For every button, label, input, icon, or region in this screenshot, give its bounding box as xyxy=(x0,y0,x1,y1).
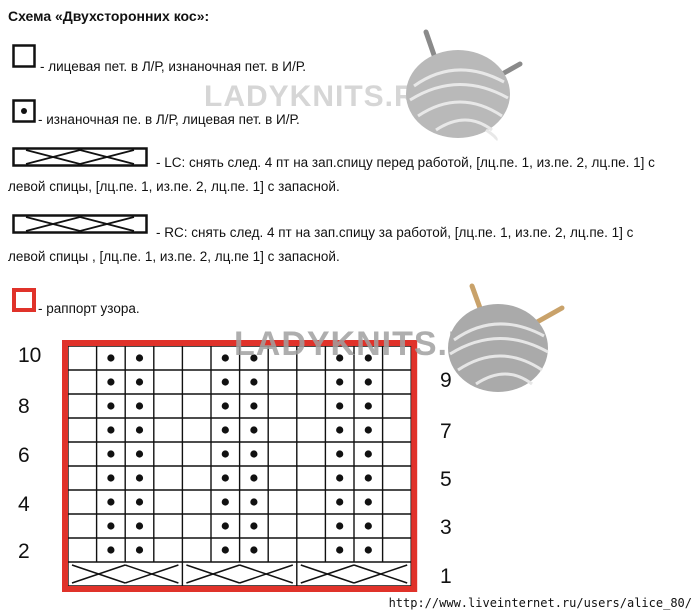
purl-stitch-dot xyxy=(107,402,115,410)
purl-stitch-dot xyxy=(250,378,258,386)
purl-stitch-dot xyxy=(364,426,372,434)
purl-stitch-dot xyxy=(336,354,344,362)
purl-stitch-dot xyxy=(135,450,144,458)
purl-stitch-dot xyxy=(364,450,372,458)
cable-stroke xyxy=(124,564,179,584)
row-number-right: 1 xyxy=(440,565,452,588)
purl-stitch-dot xyxy=(135,354,144,362)
purl-stitch-dot xyxy=(336,522,344,530)
purl-stitch-dot xyxy=(221,546,229,554)
repeat-border xyxy=(62,340,418,592)
purl-stitch-dot xyxy=(221,474,229,482)
purl-stitch-dot xyxy=(250,522,258,530)
purl-stitch-dot xyxy=(135,474,144,482)
purl-stitch-dot xyxy=(364,378,372,386)
purl-stitch-dot xyxy=(336,474,344,482)
purl-stitch-dot xyxy=(250,498,258,506)
row-number-right: 7 xyxy=(440,420,452,443)
purl-stitch-dot xyxy=(107,498,115,506)
page-title: Схема «Двухсторонних кос»: xyxy=(8,8,210,24)
purl-stitch-dot xyxy=(135,522,144,530)
purl-stitch-dot xyxy=(221,498,229,506)
purl-stitch-dot xyxy=(221,378,229,386)
knitting-chart xyxy=(62,340,418,592)
legend-rc-text-1: - RC: снять след. 4 пт на зап.спицу за р… xyxy=(156,225,634,240)
purl-stitch-dot xyxy=(250,450,258,458)
purl-stitch-dot xyxy=(135,498,144,506)
purl-stitch-dot xyxy=(107,426,115,434)
purl-stitch-symbol xyxy=(12,99,36,123)
yarn-ball-icon xyxy=(448,283,565,392)
row-number-right: 9 xyxy=(440,369,452,392)
row-number-left: 10 xyxy=(18,344,42,367)
purl-stitch-dot xyxy=(336,378,344,386)
purl-stitch-dot xyxy=(364,474,372,482)
purl-stitch-dot xyxy=(221,450,229,458)
purl-stitch-dot xyxy=(221,402,229,410)
purl-stitch-dot xyxy=(364,498,372,506)
legend-knit-text: - лицевая пет. в Л/Р, изнаночная пет. в … xyxy=(40,59,306,74)
rc-cable-symbol xyxy=(12,214,148,234)
cable-stroke xyxy=(353,564,408,584)
purl-stitch-dot xyxy=(135,378,144,386)
purl-stitch-dot xyxy=(336,426,344,434)
repeat-symbol xyxy=(12,288,36,312)
knit-stitch-symbol xyxy=(12,44,36,68)
purl-stitch-dot xyxy=(107,378,115,386)
purl-stitch-dot xyxy=(107,354,115,362)
lc-cable-symbol xyxy=(12,147,148,167)
purl-stitch-dot xyxy=(221,522,229,530)
row-number-left: 6 xyxy=(18,444,30,467)
purl-stitch-dot xyxy=(221,426,229,434)
purl-stitch-dot xyxy=(364,354,372,362)
legend-lc-text-2: левой спицы, [лц.пе. 1, из.пе. 2, лц.пе.… xyxy=(8,179,340,194)
purl-stitch-dot xyxy=(135,546,144,554)
purl-stitch-dot xyxy=(250,474,258,482)
watermark-text: LADYKNITS.RU xyxy=(204,80,440,113)
purl-stitch-dot xyxy=(107,450,115,458)
purl-stitch-dot xyxy=(107,546,115,554)
purl-stitch-dot xyxy=(221,354,229,362)
purl-stitch-dot xyxy=(364,402,372,410)
cable-stroke xyxy=(239,564,294,584)
purl-stitch-dot xyxy=(250,402,258,410)
purl-stitch-dot xyxy=(336,450,344,458)
cable-stroke xyxy=(300,564,355,584)
purl-stitch-dot xyxy=(135,402,144,410)
row-number-right: 3 xyxy=(440,516,452,539)
purl-stitch-dot xyxy=(250,426,258,434)
purl-stitch-dot xyxy=(364,522,372,530)
purl-stitch-dot xyxy=(336,498,344,506)
row-number-left: 8 xyxy=(18,395,30,418)
legend-purl-text: - изнаночная пе. в Л/Р, лицевая пет. в И… xyxy=(38,112,300,127)
yarn-ball-icon xyxy=(406,29,523,142)
legend-rc-text-2: левой спицы , [лц.пе. 1, из.пе. 2, лц.пе… xyxy=(8,249,340,264)
purl-stitch-dot xyxy=(250,354,258,362)
purl-stitch-dot xyxy=(364,546,372,554)
cable-stroke xyxy=(71,564,126,584)
purl-stitch-dot xyxy=(135,426,144,434)
row-number-left: 4 xyxy=(18,493,30,516)
purl-stitch-dot xyxy=(336,402,344,410)
purl-stitch-dot xyxy=(107,522,115,530)
purl-stitch-dot xyxy=(336,546,344,554)
legend-lc-text-1: - LC: снять след. 4 пт на зап.спицу пере… xyxy=(156,155,655,170)
cable-stroke xyxy=(186,564,240,584)
row-number-left: 2 xyxy=(18,540,30,563)
purl-stitch-dot xyxy=(107,474,115,482)
source-url: http://www.liveinternet.ru/users/alice_8… xyxy=(388,596,692,610)
row-number-right: 5 xyxy=(440,468,452,491)
purl-stitch-dot xyxy=(250,546,258,554)
legend-repeat-text: - раппорт узора. xyxy=(38,301,140,316)
